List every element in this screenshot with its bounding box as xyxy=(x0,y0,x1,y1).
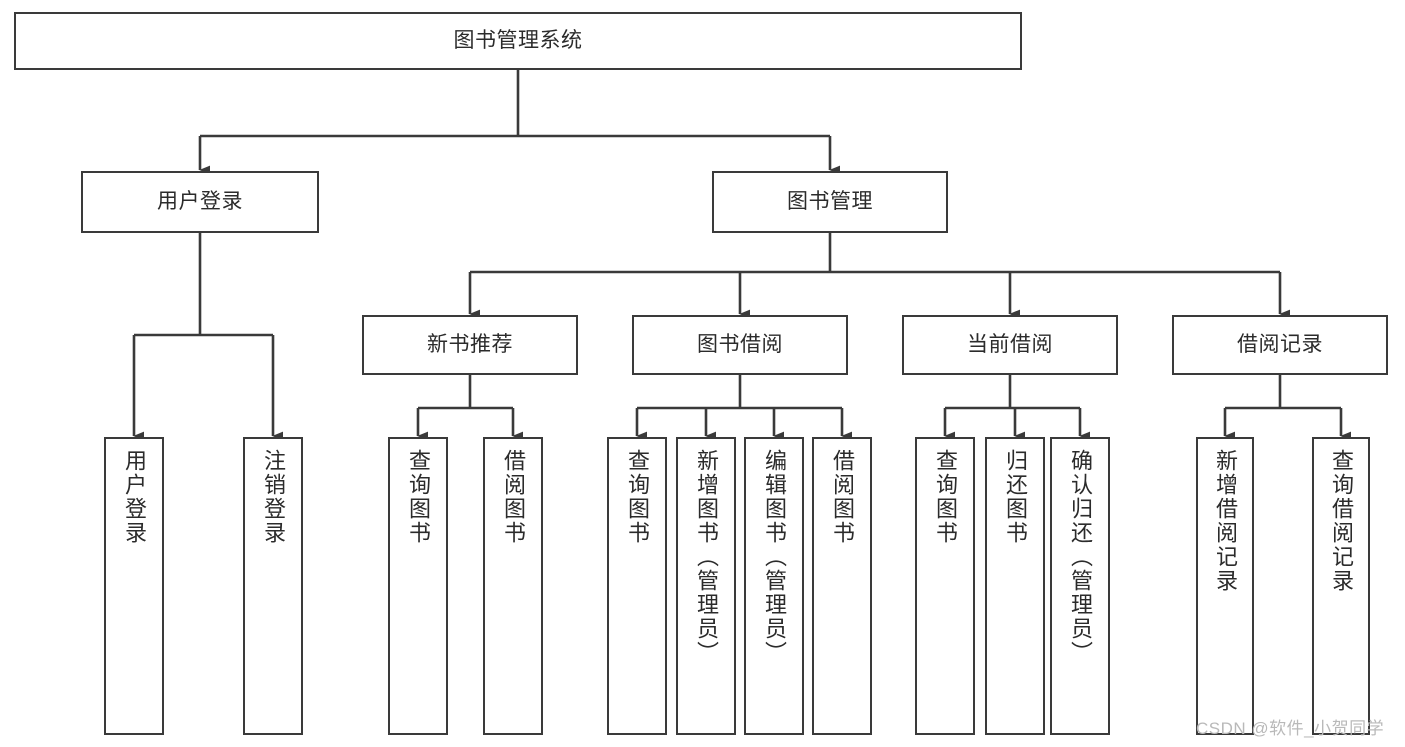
node-book-manage[interactable]: 图书管理 xyxy=(712,171,948,233)
node-leaf-borrow-book-2[interactable]: 借阅图书 xyxy=(812,437,872,735)
node-leaf-query-book-3[interactable]: 查询图书 xyxy=(915,437,975,735)
node-label-borrow-record: 借阅记录 xyxy=(1237,332,1323,356)
node-label-leaf-user-login: 用户登录 xyxy=(122,449,147,545)
node-label-leaf-query-book-3: 查询图书 xyxy=(933,449,958,545)
node-label-root: 图书管理系统 xyxy=(453,28,583,52)
node-leaf-query-record[interactable]: 查询借阅记录 xyxy=(1312,437,1370,735)
node-leaf-add-book[interactable]: 新增图书（管理员） xyxy=(676,437,736,735)
node-label-book-borrow: 图书借阅 xyxy=(697,332,783,356)
node-current-borrow[interactable]: 当前借阅 xyxy=(902,315,1118,375)
node-borrow-record[interactable]: 借阅记录 xyxy=(1172,315,1388,375)
watermark: CSDN @软件_小贺同学 xyxy=(1196,719,1385,738)
node-label-leaf-logout: 注销登录 xyxy=(261,449,286,545)
node-leaf-confirm-ret[interactable]: 确认归还（管理员） xyxy=(1050,437,1110,735)
node-label-leaf-query-record: 查询借阅记录 xyxy=(1329,449,1354,593)
node-leaf-return-book[interactable]: 归还图书 xyxy=(985,437,1045,735)
node-label-leaf-query-book-2: 查询图书 xyxy=(625,449,650,545)
node-label-leaf-borrow-book-1: 借阅图书 xyxy=(501,449,526,545)
node-label-leaf-borrow-book-2: 借阅图书 xyxy=(830,449,855,545)
node-leaf-add-record[interactable]: 新增借阅记录 xyxy=(1196,437,1254,735)
node-label-book-manage: 图书管理 xyxy=(787,189,873,213)
node-leaf-query-book-1[interactable]: 查询图书 xyxy=(388,437,448,735)
node-leaf-borrow-book-1[interactable]: 借阅图书 xyxy=(483,437,543,735)
node-label-leaf-confirm-ret: 确认归还（管理员） xyxy=(1068,449,1093,665)
node-book-borrow[interactable]: 图书借阅 xyxy=(632,315,848,375)
node-user-login[interactable]: 用户登录 xyxy=(81,171,319,233)
node-leaf-logout[interactable]: 注销登录 xyxy=(243,437,303,735)
node-label-user-login: 用户登录 xyxy=(157,189,243,213)
node-label-leaf-query-book-1: 查询图书 xyxy=(406,449,431,545)
node-leaf-edit-book[interactable]: 编辑图书（管理员） xyxy=(744,437,804,735)
node-label-new-book-rec: 新书推荐 xyxy=(427,332,513,356)
node-label-leaf-return-book: 归还图书 xyxy=(1003,449,1028,545)
node-root[interactable]: 图书管理系统 xyxy=(14,12,1022,70)
node-label-current-borrow: 当前借阅 xyxy=(967,332,1053,356)
node-label-leaf-add-book: 新增图书（管理员） xyxy=(694,449,719,665)
node-label-leaf-add-record: 新增借阅记录 xyxy=(1213,449,1238,593)
node-leaf-user-login[interactable]: 用户登录 xyxy=(104,437,164,735)
node-label-leaf-edit-book: 编辑图书（管理员） xyxy=(762,449,787,665)
node-leaf-query-book-2[interactable]: 查询图书 xyxy=(607,437,667,735)
node-new-book-rec[interactable]: 新书推荐 xyxy=(362,315,578,375)
